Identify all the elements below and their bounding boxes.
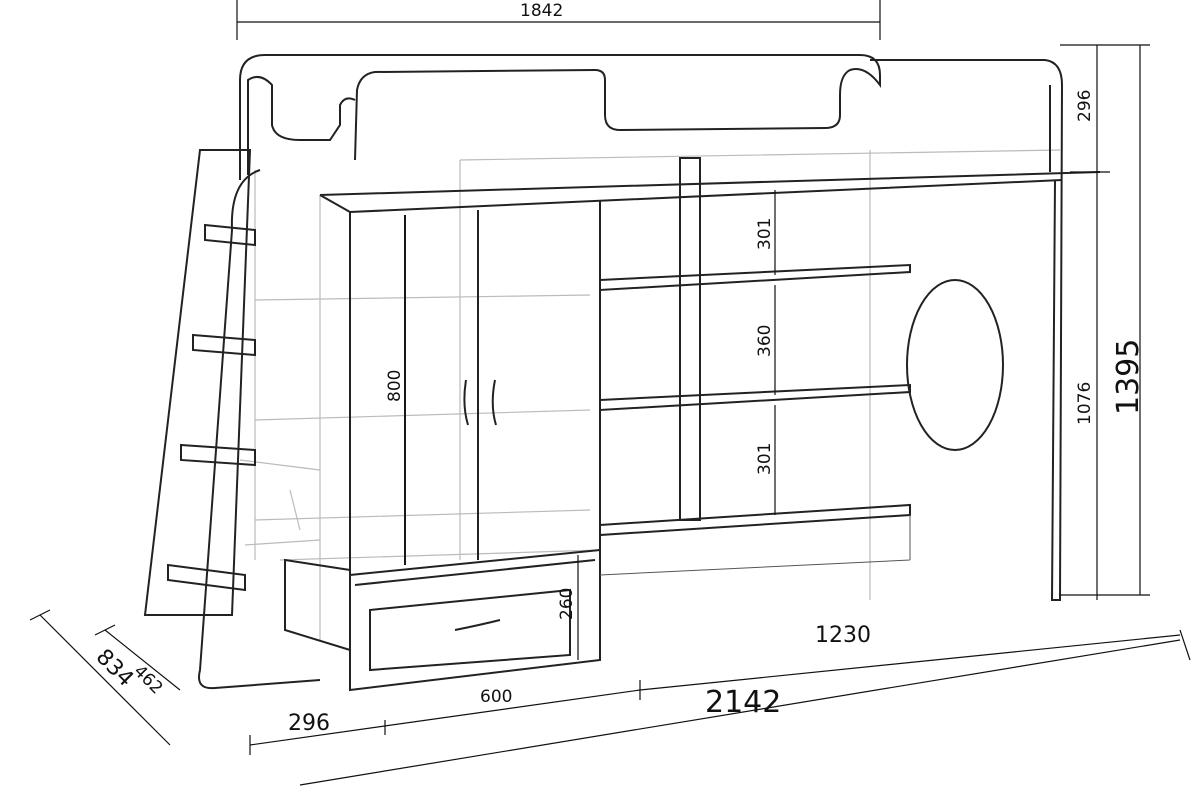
dim-door-height: 800 <box>385 370 405 402</box>
hidden-lines <box>239 149 1061 640</box>
bed-deck <box>319 171 1101 213</box>
dim-total-height: 1395 <box>1111 339 1146 415</box>
dim-shelf-top: 301 <box>755 218 775 250</box>
dim-wardrobe-width: 600 <box>480 687 512 707</box>
right-side-panel <box>870 59 1064 601</box>
dim-ladder-offset: 296 <box>288 711 330 736</box>
drawer-handle <box>454 619 501 631</box>
dim-total-depth: 834 <box>91 645 138 692</box>
wardrobe <box>284 200 601 692</box>
desk-shelves <box>599 157 911 576</box>
dim-shelf-bottom: 301 <box>755 443 775 475</box>
door-handle-left <box>463 379 469 426</box>
dim-total-length: 2142 <box>705 685 781 720</box>
porthole-cutout <box>906 279 1004 451</box>
dimension-lines <box>29 0 1191 786</box>
dim-deck-height: 1076 <box>1075 382 1095 425</box>
dim-width-top: 1842 <box>520 1 563 21</box>
dim-drawer-height: 260 <box>557 588 577 620</box>
dim-ladder-depth: 462 <box>129 661 166 698</box>
ladder-rungs <box>167 223 256 592</box>
ladder <box>143 149 321 690</box>
door-handle-right <box>491 379 497 426</box>
dim-headboard-height: 296 <box>1075 90 1095 122</box>
dim-desk-width: 1230 <box>815 623 871 648</box>
dim-shelf-middle: 360 <box>755 325 775 357</box>
headboard-left-cutout <box>247 75 356 175</box>
headboard-guard <box>239 54 881 180</box>
